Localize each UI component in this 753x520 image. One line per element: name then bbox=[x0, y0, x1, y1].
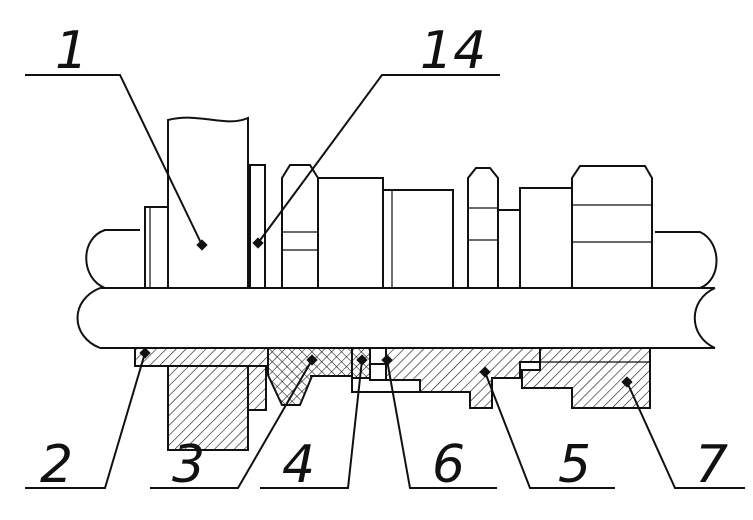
panel-wall bbox=[144, 116, 249, 289]
leader-lines bbox=[25, 74, 745, 489]
callout-3: 3 bbox=[172, 435, 205, 495]
callout-14: 14 bbox=[420, 21, 486, 81]
gland-body bbox=[317, 167, 573, 289]
cap-nut bbox=[571, 165, 653, 289]
leader-dots bbox=[139, 237, 633, 388]
washer bbox=[249, 164, 266, 289]
section-view bbox=[134, 347, 651, 451]
locknut bbox=[281, 164, 319, 289]
callout-4: 4 bbox=[282, 435, 315, 495]
callout-6: 6 bbox=[432, 435, 465, 495]
callout-5: 5 bbox=[558, 435, 591, 495]
callout-1: 1 bbox=[55, 21, 88, 81]
callout-7: 7 bbox=[695, 435, 728, 495]
callout-2: 2 bbox=[40, 435, 73, 495]
